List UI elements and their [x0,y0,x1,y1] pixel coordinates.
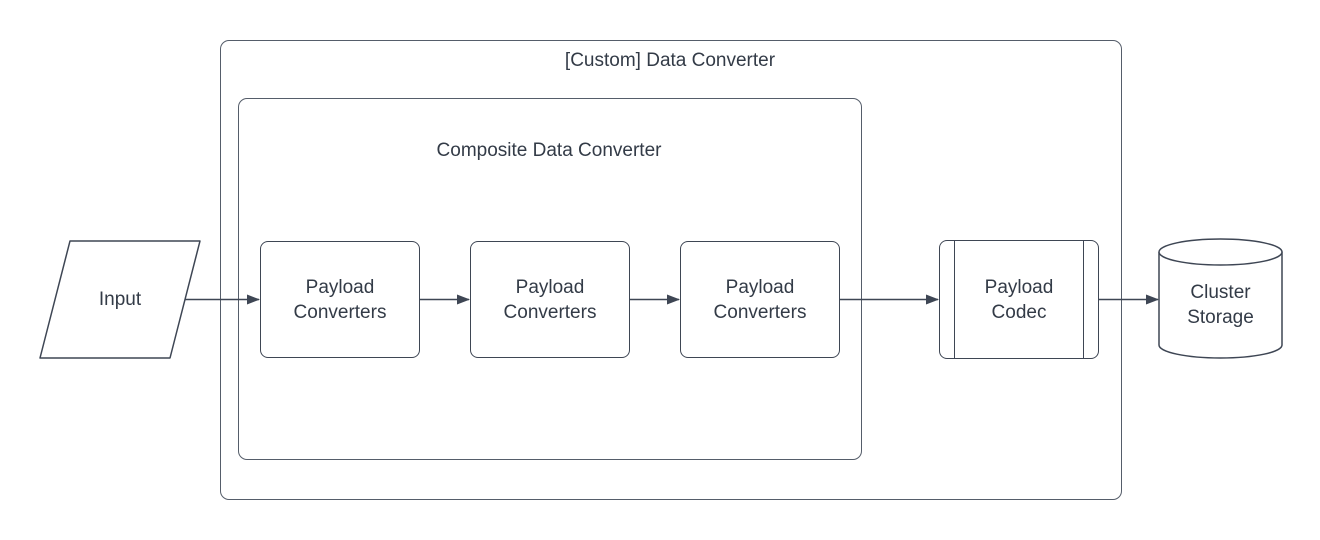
input-node-shape [39,240,201,359]
payload-converters-label-3: Payload Converters [713,276,807,323]
payload-converters-node-3: Payload Converters [680,241,840,358]
composite-data-converter-container [238,98,862,460]
codec-right-bar [1083,241,1084,358]
custom-data-converter-container [220,40,1122,500]
payload-converters-label-2: Payload Converters [503,276,597,323]
codec-left-bar [954,241,955,358]
payload-codec-node: Payload Codec [939,240,1099,359]
payload-codec-label: Payload Codec [984,276,1054,323]
payload-converters-node-2: Payload Converters [470,241,630,358]
custom-data-converter-title: [Custom] Data Converter [564,50,776,71]
cluster-storage-node-shape [1158,238,1283,359]
payload-converters-node-1: Payload Converters [260,241,420,358]
payload-converters-label-1: Payload Converters [293,276,387,323]
composite-data-converter-title: Composite Data Converter [436,140,662,161]
